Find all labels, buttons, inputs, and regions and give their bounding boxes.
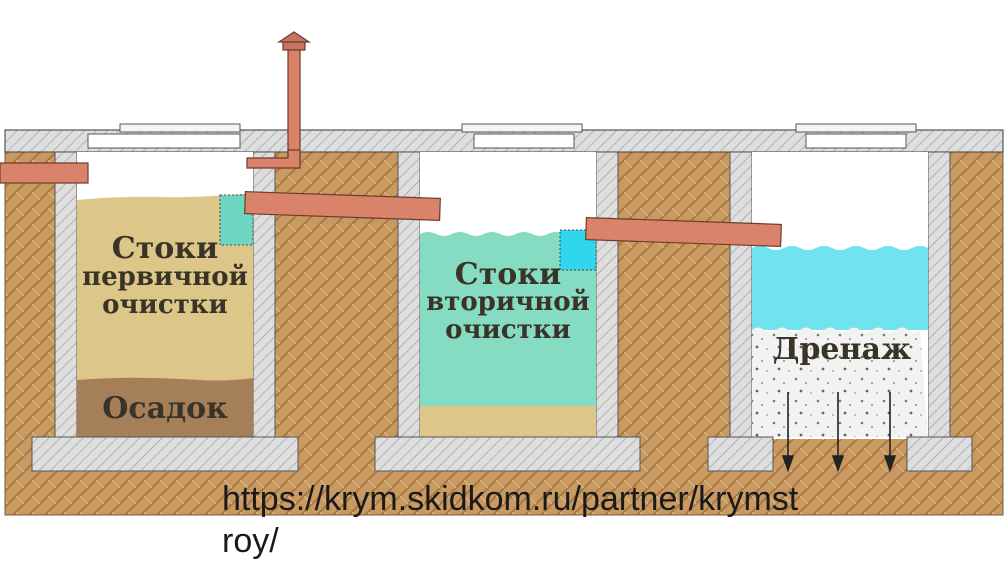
- sludge-label: Осадок: [102, 391, 228, 426]
- secondary-sediment: [420, 406, 596, 437]
- drainage-label: Дренаж: [773, 332, 911, 367]
- tank-drainage: [707, 151, 973, 473]
- inlet-pipe: [0, 162, 89, 184]
- manhole-opening-1: [87, 133, 241, 149]
- tank-primary: [31, 151, 299, 472]
- manhole-cover-3: [795, 123, 917, 133]
- overflow-pipe-1: [244, 191, 441, 222]
- tank1-label-line3: очистки: [102, 290, 228, 320]
- secondary-effluent: [420, 232, 596, 408]
- vent-pipe: [287, 49, 301, 161]
- tank1-label-line1: Стоки: [112, 231, 218, 266]
- tank2-label-line1: Стоки: [455, 257, 561, 292]
- drain-arrows: [781, 392, 897, 473]
- tank2-label-line2: вторичной: [426, 287, 590, 317]
- watermark-url: https://krym.skidkom.ru/partner/krymstro…: [222, 480, 799, 560]
- overflow-pipe-2: [585, 217, 782, 248]
- pipes: [0, 31, 782, 248]
- sludge-layer: [77, 377, 253, 437]
- primary-effluent: [77, 193, 253, 380]
- vent-cap: [277, 31, 311, 43]
- tank2-label-line3: очистки: [445, 315, 571, 345]
- manhole-opening-2: [473, 133, 575, 149]
- vent-elbow: [246, 149, 301, 169]
- manhole-cover-2: [461, 123, 583, 133]
- tank1-label-line2: первичной: [82, 262, 248, 292]
- gravel-bed: [752, 327, 928, 437]
- manhole-opening-3: [805, 133, 907, 149]
- manhole-cover-1: [119, 123, 241, 133]
- drain-water: [752, 246, 928, 330]
